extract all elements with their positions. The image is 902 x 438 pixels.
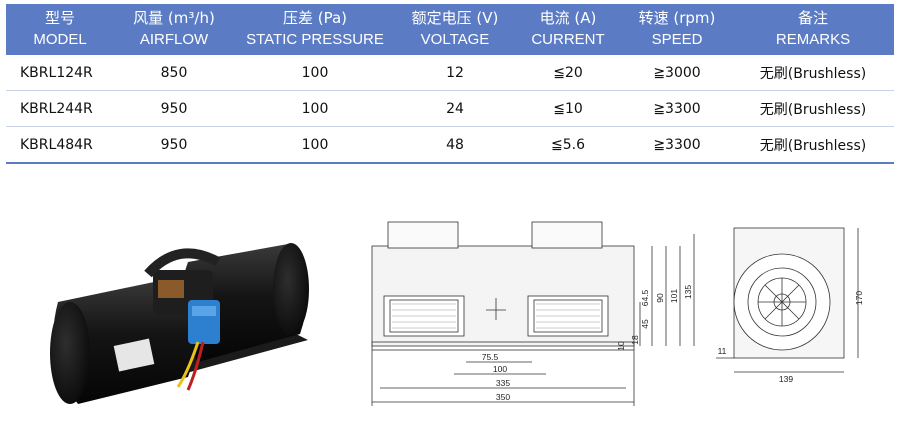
cell-voltage: 12 [396, 55, 514, 91]
header-speed: 转速 (rpm)SPEED [622, 4, 732, 55]
cell-voltage: 24 [396, 90, 514, 127]
dim-45: 45 [640, 319, 650, 329]
table-row: KBRL244R 950 100 24 ≦10 ≧3300 无刷(Brushle… [6, 90, 894, 127]
header-voltage: 额定电压 (V)VOLTAGE [396, 4, 514, 55]
cell-airflow: 950 [114, 126, 234, 164]
cell-current: ≦20 [514, 55, 622, 91]
cell-pressure: 100 [234, 55, 396, 91]
cell-remarks: 无刷(Brushless) [732, 90, 894, 127]
cell-remarks: 无刷(Brushless) [732, 55, 894, 91]
dim-64-5: 64.5 [640, 289, 650, 306]
side-dimension-drawing: 170 139 11 [716, 227, 864, 384]
dim-100: 100 [493, 364, 507, 374]
dim-139: 139 [779, 374, 793, 384]
front-dimension-drawing: 75.5 100 335 350 10 18 45 64.5 90 101 13… [371, 221, 695, 406]
header-airflow: 风量 (m³/h)AIRFLOW [114, 4, 234, 55]
dim-18: 18 [630, 335, 640, 345]
blower-photo [50, 243, 309, 404]
cell-speed: ≧3000 [622, 55, 732, 91]
cell-current: ≦5.6 [514, 126, 622, 164]
cell-airflow: 950 [114, 90, 234, 127]
cell-pressure: 100 [234, 126, 396, 164]
cell-speed: ≧3300 [622, 90, 732, 127]
cell-voltage: 48 [396, 126, 514, 164]
header-current: 电流 (A)CURRENT [514, 4, 622, 55]
cell-model: KBRL124R [6, 55, 114, 91]
dim-170: 170 [854, 291, 864, 305]
dim-135: 135 [683, 285, 693, 299]
cell-model: KBRL244R [6, 90, 114, 127]
dim-101: 101 [669, 289, 679, 303]
table-row: KBRL484R 950 100 48 ≦5.6 ≧3300 无刷(Brushl… [6, 126, 894, 164]
dim-11: 11 [718, 346, 727, 356]
header-static-pressure: 压差 (Pa)STATIC PRESSURE [234, 4, 396, 55]
cell-model: KBRL484R [6, 126, 114, 164]
cell-current: ≦10 [514, 90, 622, 127]
cell-pressure: 100 [234, 90, 396, 127]
dim-75-5: 75.5 [482, 352, 499, 362]
cell-airflow: 850 [114, 55, 234, 91]
dim-335: 335 [496, 378, 510, 388]
dim-350: 350 [496, 392, 510, 402]
cell-speed: ≧3300 [622, 126, 732, 164]
cell-remarks: 无刷(Brushless) [732, 126, 894, 164]
dim-90: 90 [655, 293, 665, 303]
table-row: KBRL124R 850 100 12 ≦20 ≧3000 无刷(Brushle… [6, 55, 894, 91]
dim-10: 10 [616, 341, 626, 351]
